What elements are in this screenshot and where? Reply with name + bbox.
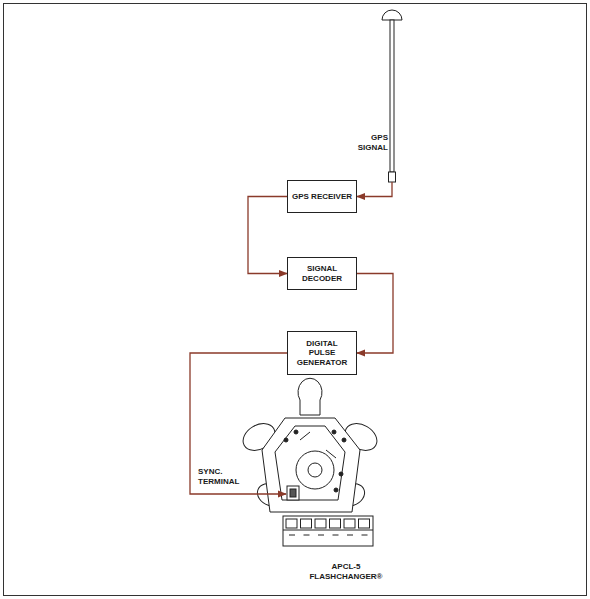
process-box: DIGITAL PULSE GENERATOR: [287, 331, 357, 375]
sync-wire: [190, 353, 287, 494]
switch-mark: [318, 535, 324, 536]
signal-label: SYNC. TERMINAL: [198, 467, 250, 486]
box-label: DIGITAL PULSE GENERATOR: [292, 339, 352, 368]
signal-connector: [248, 197, 287, 274]
switch-mark: [304, 535, 310, 536]
antenna-lead: [357, 182, 392, 197]
switch-row: [286, 519, 370, 535]
switch: [301, 519, 312, 528]
switch: [359, 519, 370, 528]
product-name: APCL-5 FLASHCHANGER®: [308, 562, 384, 581]
box-label: SIGNAL DECODER: [292, 264, 352, 283]
frame-border: [4, 4, 587, 596]
switch-mark: [289, 535, 295, 536]
flashchanger-illustration: [238, 378, 381, 546]
switch: [286, 519, 297, 528]
switch: [315, 519, 326, 528]
switch-mark: [362, 535, 368, 536]
switch: [344, 519, 355, 528]
gps-antenna: [382, 10, 402, 182]
switch-mark: [347, 535, 353, 536]
signal-connector: [357, 274, 393, 354]
switch-mark: [333, 535, 339, 536]
box-label: GPS RECEIVER: [292, 192, 352, 202]
process-box: SIGNAL DECODER: [287, 257, 357, 290]
signal-label: GPS SIGNAL: [340, 133, 388, 152]
process-box: GPS RECEIVER: [287, 180, 357, 213]
switch: [330, 519, 341, 528]
